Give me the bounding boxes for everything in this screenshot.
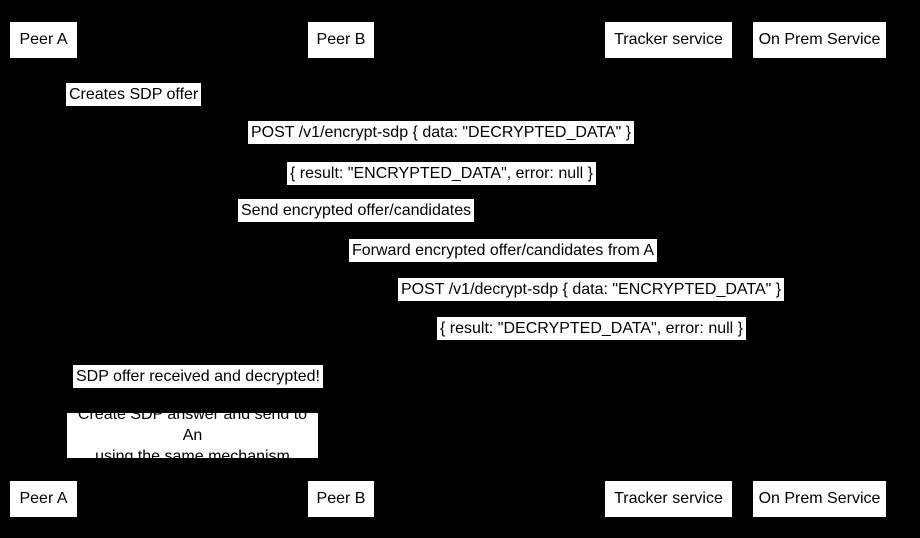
note-create-sdp-answer: Create SDP answer and send to An using t… [67,406,318,465]
message-send-encrypted-offer: Send encrypted offer/candidates [238,199,475,222]
message-sdp-offer-received: SDP offer received and decrypted! [73,365,323,388]
note-line-1: Create SDP answer and send to An [77,406,308,444]
actor-peer-b-top: Peer B [308,22,374,58]
actor-on-prem-service-top: On Prem Service [753,22,886,58]
note-line-2: using the same mechanism [95,448,290,465]
actor-on-prem-service-bottom: On Prem Service [753,481,886,517]
message-decrypt-result: { result: "DECRYPTED_DATA", error: null … [437,317,747,340]
message-post-encrypt-sdp: POST /v1/encrypt-sdp { data: "DECRYPTED_… [248,121,635,144]
message-post-decrypt-sdp: POST /v1/decrypt-sdp { data: "ENCRYPTED_… [398,278,785,301]
actor-peer-b-bottom: Peer B [308,481,374,517]
message-encrypt-result: { result: "ENCRYPTED_DATA", error: null … [287,162,597,185]
message-forward-encrypted-offer: Forward encrypted offer/candidates from … [349,239,658,262]
actor-peer-a-bottom: Peer A [10,481,77,517]
actor-peer-a-top: Peer A [10,22,77,58]
message-creates-sdp-offer: Creates SDP offer [66,83,202,106]
actor-tracker-service-bottom: Tracker service [605,481,732,517]
actor-tracker-service-top: Tracker service [605,22,732,58]
